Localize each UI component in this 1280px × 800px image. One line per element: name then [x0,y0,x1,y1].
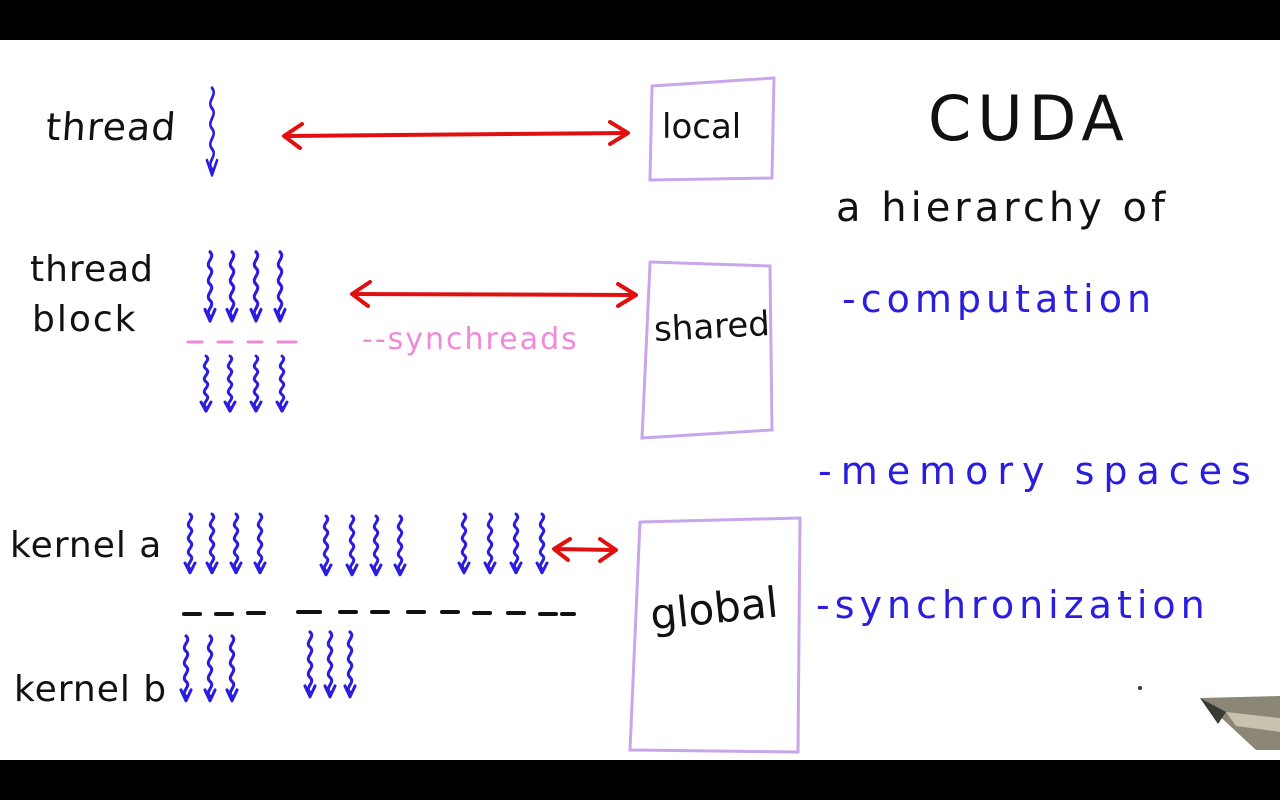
cuda-title: CUDA [928,82,1130,155]
box-global [628,516,802,754]
memory-shared-label: shared [653,303,771,351]
label-thread: thread [44,105,179,149]
memory-local-label: local [662,107,742,147]
thread-squiggle [205,86,219,177]
pen-icon [1200,696,1280,750]
ink-layer [179,76,1142,754]
kernel-a-squiggles [183,512,549,577]
cuda-subtitle: a hierarchy of [836,185,1170,231]
hierarchy-item-synchronization: -synchronization [816,583,1210,627]
box-local [648,76,776,182]
block-squiggles-bottom [199,354,289,413]
syncthreads-note: --synchreads [362,322,579,357]
hierarchy-item-computation: -computation [842,277,1157,321]
whiteboard: thread thread block kernel a kernel b lo… [0,40,1280,760]
letterbox-bottom [0,760,1280,800]
hierarchy-item-memory-spaces: -memory spaces [818,449,1260,493]
ink-dot [1138,686,1142,690]
label-thread-block-line2: block [32,299,138,340]
label-kernel-a: kernel a [10,525,163,566]
arrow-block-shared [350,280,638,308]
letterbox-top [0,0,1280,40]
label-kernel-b: kernel b [14,669,168,710]
arrow-thread-local [282,120,630,150]
box-shared [640,260,774,440]
kernel-separator [182,610,576,616]
arrow-kernel-global [552,537,618,563]
block-squiggles-top [203,250,287,323]
label-thread-block-line1: thread [30,249,155,290]
kernel-b-squiggles [179,630,357,703]
